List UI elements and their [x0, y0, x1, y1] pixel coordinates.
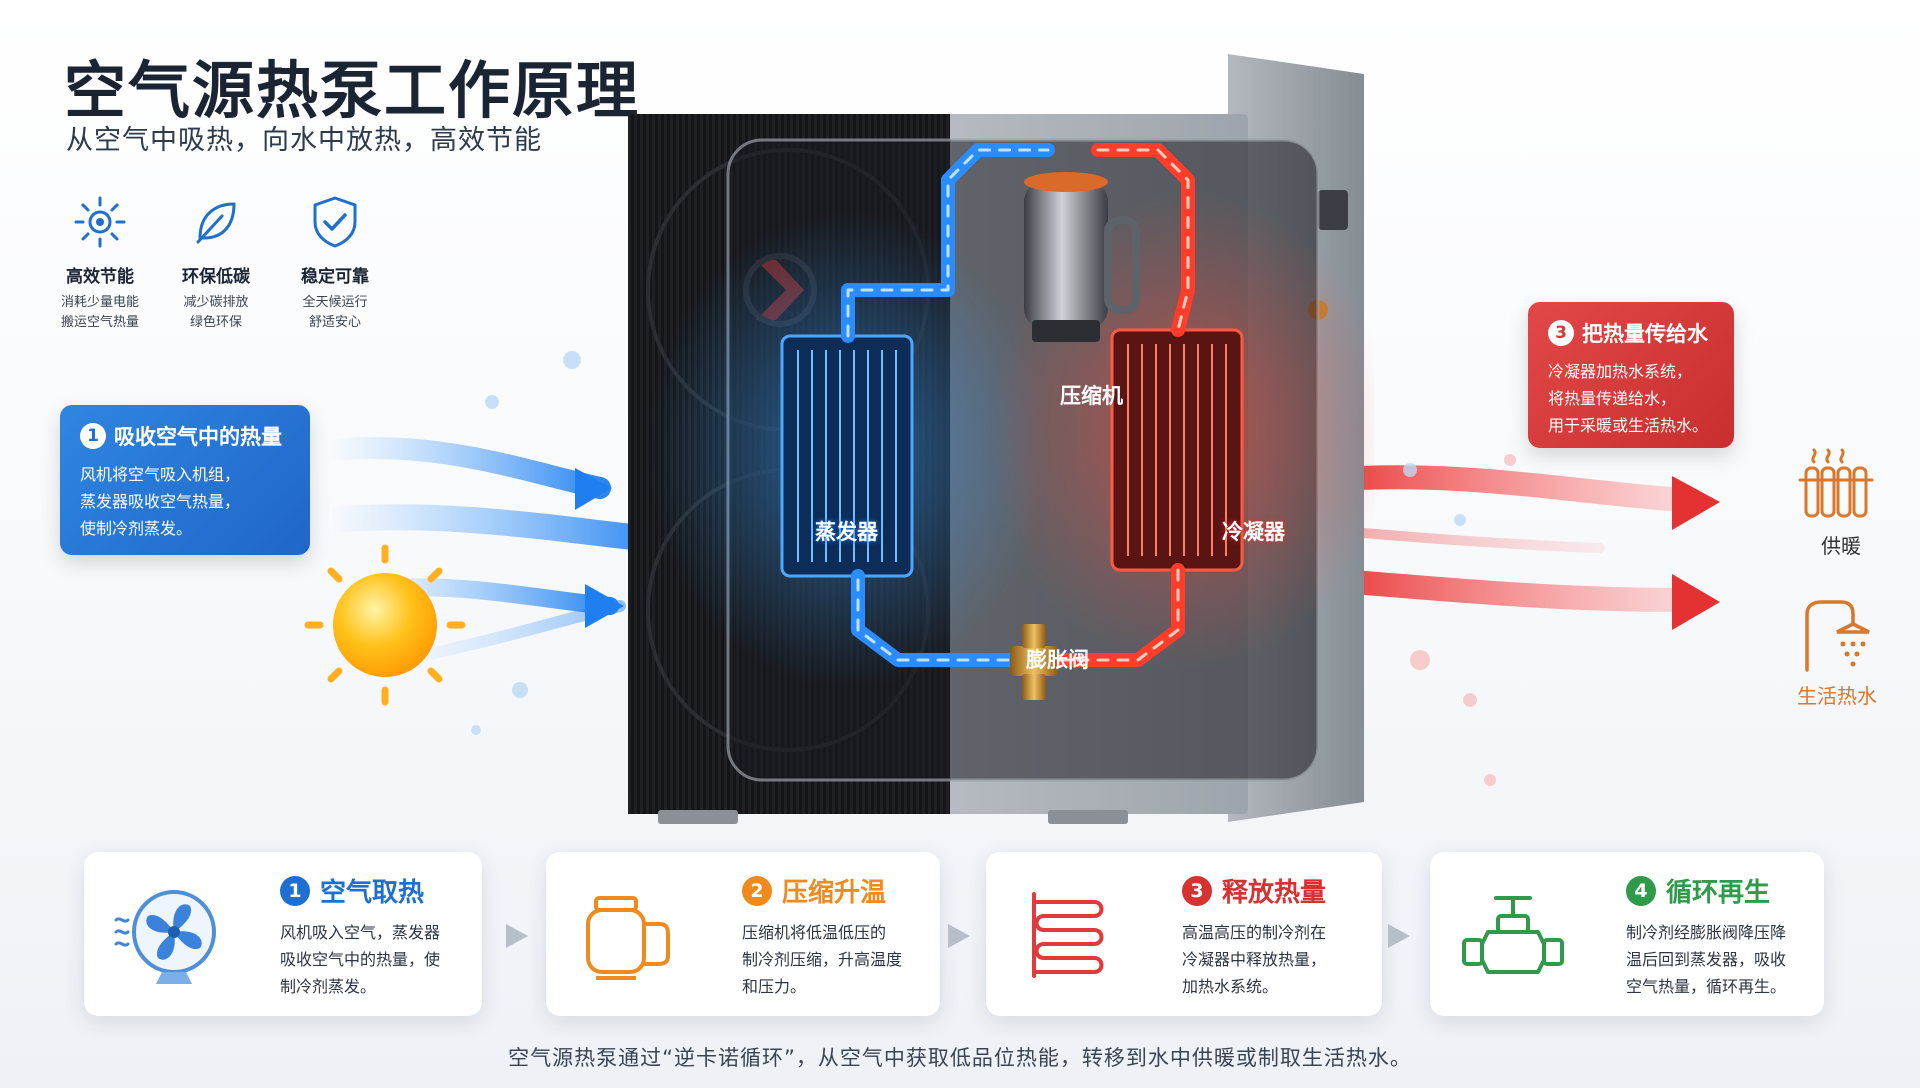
feature-desc-line: 搬运空气热量	[60, 315, 139, 330]
step-desc-line: 加热水系统。	[1182, 977, 1279, 996]
callout-transfer-heat: 3 把热量传给水 冷凝器加热水系统， 将热量传递给水， 用于采暖或生活热水。	[1528, 302, 1734, 448]
compressor-part	[1024, 172, 1140, 342]
footer-note: 空气源热泵通过“逆卡诺循环”，从空气中获取低品位热能，转移到水中供暖或制取生活热…	[508, 1046, 1412, 1070]
callout-line: 蒸发器吸收空气热量，	[80, 492, 241, 511]
compressor-icon	[586, 896, 670, 980]
fan-icon	[114, 890, 216, 984]
radiator-icon	[1798, 448, 1874, 518]
feature-desc-line: 减少碳排放	[183, 295, 249, 310]
callout-line: 冷凝器加热水系统，	[1548, 362, 1693, 381]
feature-name: 环保低碳	[182, 267, 250, 287]
expansion-valve-label: 膨胀阀	[1026, 648, 1089, 672]
output-label: 生活热水	[1797, 684, 1877, 708]
step-card-3: 3 释放热量 高温高压的制冷剂在 冷凝器中释放热量， 加热水系统。	[986, 852, 1382, 1016]
callout-line: 将热量传递给水，	[1548, 389, 1677, 408]
output-hot-water: 生活热水	[1782, 596, 1892, 709]
step-desc-line: 制冷剂蒸发。	[280, 977, 377, 996]
callout-line: 风机将空气吸入机组，	[80, 465, 241, 484]
feature-name: 高效节能	[66, 267, 134, 287]
chevron-right-icon	[1388, 924, 1410, 948]
step-desc-line: 和压力。	[742, 977, 807, 996]
chevron-right-icon	[948, 924, 970, 948]
shield-check-icon	[313, 196, 357, 248]
step-title: 释放热量	[1222, 878, 1327, 908]
leaf-icon	[196, 202, 236, 244]
sun-graphic	[304, 544, 466, 706]
feature-desc-line: 舒适安心	[308, 315, 361, 330]
valve-icon	[1462, 896, 1564, 974]
feature-desc-line: 全天候运行	[302, 295, 368, 310]
expansion-valve-part	[1010, 624, 1058, 700]
step-desc-line: 高温高压的制冷剂在	[1182, 923, 1327, 942]
callout-absorb-heat: 1 吸收空气中的热量 风机将空气吸入机组， 蒸发器吸收空气热量， 使制冷剂蒸发。	[60, 405, 310, 555]
callout-title: 把热量传给水	[1582, 322, 1708, 346]
step-desc-line: 冷凝器中释放热量，	[1182, 950, 1327, 969]
step-number-badge: 1	[80, 423, 106, 449]
step-desc-line: 压缩机将低温低压的	[742, 923, 887, 942]
feature-desc-line: 绿色环保	[189, 315, 242, 330]
feature-name: 稳定可靠	[301, 267, 369, 287]
evaporator-coil	[780, 334, 914, 578]
callout-line: 用于采暖或生活热水。	[1548, 416, 1709, 435]
feature-efficient: 高效节能 消耗少量电能 搬运空气热量	[40, 192, 160, 333]
step-desc-line: 空气热量，循环再生。	[1626, 977, 1787, 996]
feature-eco: 环保低碳 减少碳排放 绿色环保	[156, 192, 276, 333]
step-desc-line: 制冷剂压缩，升高温度	[742, 950, 903, 969]
output-label: 供暖	[1821, 534, 1861, 558]
step-title: 循环再生	[1666, 878, 1771, 908]
step-desc-line: 温后回到蒸发器，吸收	[1626, 950, 1787, 969]
step-card-2: 2 压缩升温 压缩机将低温低压的 制冷剂压缩，升高温度 和压力。	[546, 852, 940, 1016]
evaporator-label: 蒸发器	[815, 520, 878, 544]
step-number-badge: 1	[280, 875, 310, 906]
step-number-badge: 3	[1548, 320, 1574, 346]
step-desc-line: 制冷剂经膨胀阀降压降	[1626, 923, 1787, 942]
step-number-badge: 2	[742, 875, 772, 906]
step-card-4: 4 循环再生 制冷剂经膨胀阀降压降 温后回到蒸发器，吸收 空气热量，循环再生。	[1430, 852, 1824, 1016]
feature-desc-line: 消耗少量电能	[60, 295, 139, 310]
step-number-badge: 4	[1626, 875, 1656, 906]
step-desc-line: 吸收空气中的热量，使	[280, 950, 441, 969]
page-title: 空气源热泵工作原理	[64, 54, 641, 127]
callout-title: 吸收空气中的热量	[114, 425, 282, 449]
coil-icon	[1032, 892, 1104, 978]
step-title: 压缩升温	[782, 878, 887, 908]
sun-icon	[74, 196, 126, 248]
condenser-label: 冷凝器	[1222, 520, 1285, 544]
step-card-1: 1 空气取热 风机吸入空气，蒸发器 吸收空气中的热量，使 制冷剂蒸发。	[84, 852, 482, 1016]
output-heating: 供暖	[1796, 446, 1886, 559]
heat-pump-unit	[628, 54, 1374, 824]
shower-icon	[1805, 600, 1870, 672]
page-subtitle: 从空气中吸热，向水中放热，高效节能	[66, 125, 542, 156]
step-desc-line: 风机吸入空气，蒸发器	[280, 923, 441, 942]
step-title: 空气取热	[320, 878, 425, 908]
compressor-label: 压缩机	[1060, 384, 1123, 408]
chevron-right-icon	[506, 924, 528, 948]
callout-line: 使制冷剂蒸发。	[80, 519, 193, 538]
feature-reliable: 稳定可靠 全天候运行 舒适安心	[275, 192, 395, 333]
step-number-badge: 3	[1182, 875, 1212, 906]
